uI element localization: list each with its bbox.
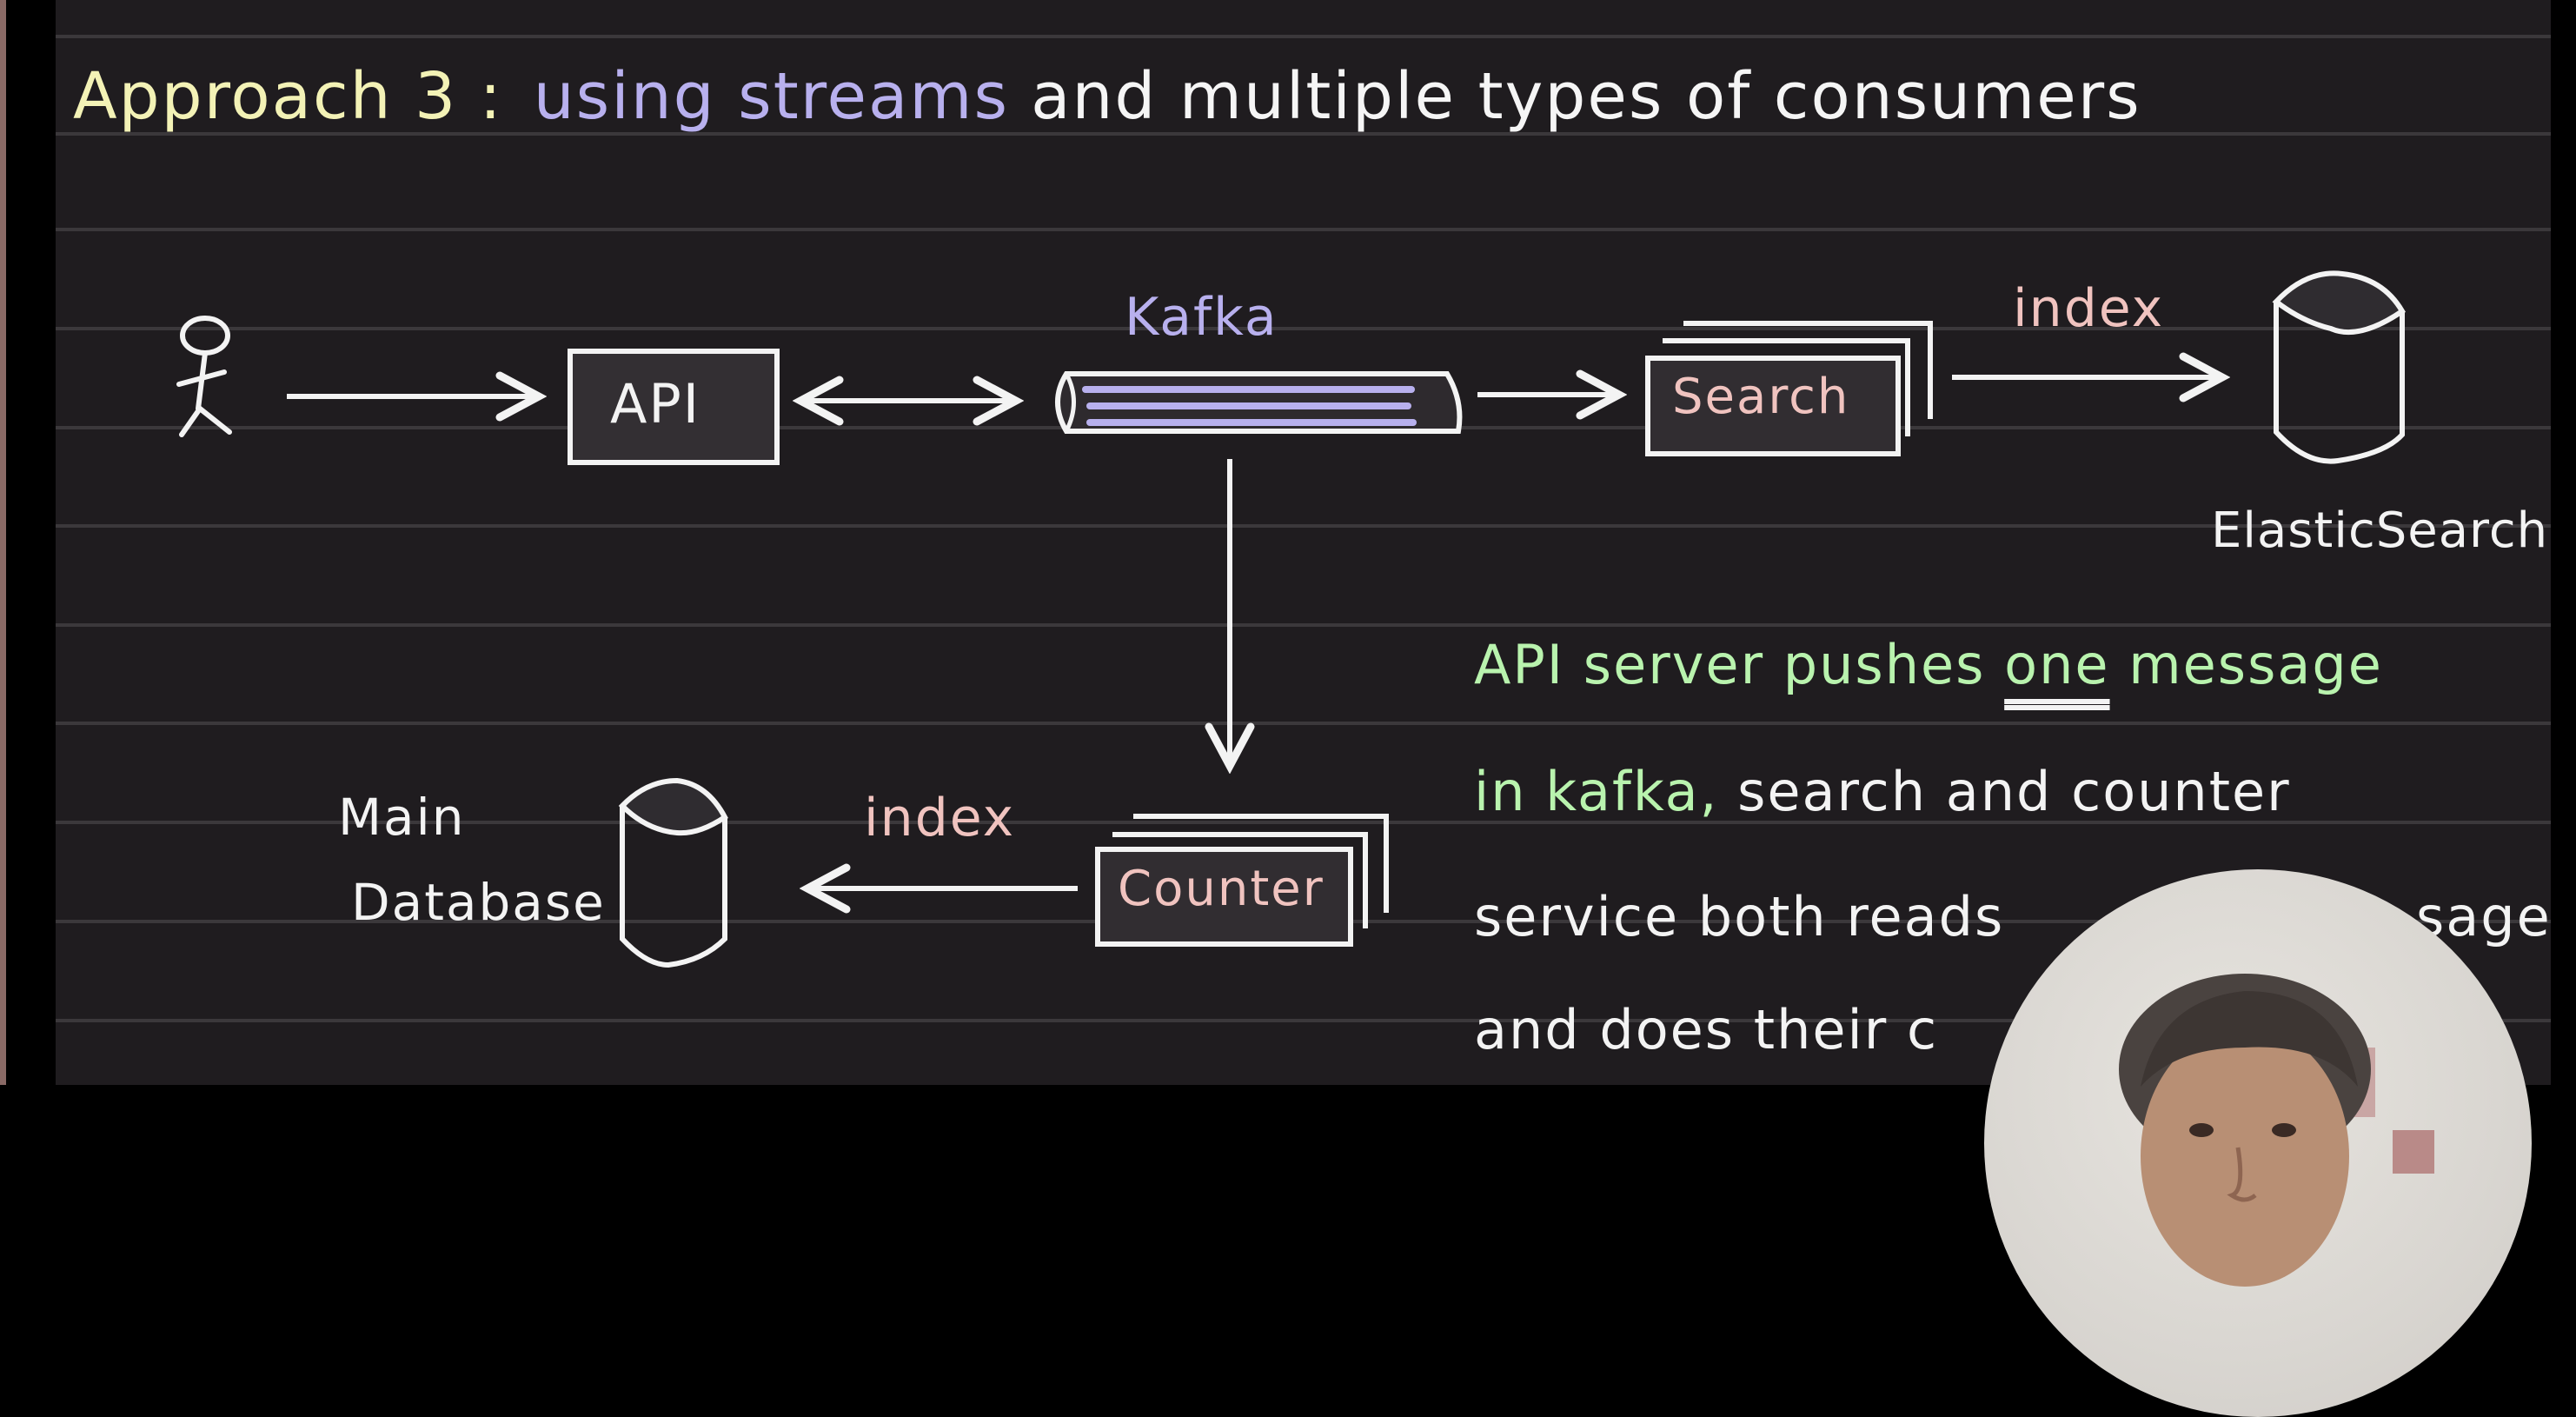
whiteboard-canvas: Approach 3 : using streams and multiple … bbox=[56, 0, 2551, 1085]
api-box[interactable] bbox=[568, 349, 780, 465]
counter-service-stack[interactable] bbox=[1095, 814, 1389, 947]
note-line-3-left: service both reads bbox=[1474, 885, 2005, 948]
presenter-webcam-icon bbox=[2119, 974, 2434, 1287]
counter-label: Counter bbox=[1118, 861, 1325, 917]
search-service-stack[interactable] bbox=[1645, 321, 1933, 456]
ruled-line bbox=[56, 132, 2551, 136]
note-underlined-one: one bbox=[2004, 633, 2110, 696]
ruled-line bbox=[56, 35, 2551, 38]
note-line-1-b: message bbox=[2109, 633, 2383, 696]
ruled-line bbox=[56, 1019, 2551, 1022]
page-title: Approach 3 : using streams and multiple … bbox=[73, 59, 2141, 134]
ruled-line bbox=[56, 623, 2551, 627]
title-highlight: using streams bbox=[533, 59, 1010, 134]
ruled-line bbox=[56, 821, 2551, 824]
note-line-1-a: API server pushes bbox=[1474, 633, 2005, 696]
main-db-label-line1: Main bbox=[338, 788, 466, 847]
counter-index-label: index bbox=[864, 788, 1016, 848]
elasticsearch-label: ElasticSearch bbox=[2211, 502, 2549, 559]
search-label: Search bbox=[1672, 369, 1850, 425]
architecture-diagram bbox=[176, 270, 2406, 968]
ruled-line bbox=[56, 228, 2551, 231]
window-edge bbox=[0, 0, 6, 1085]
main-db-label-line2: Database bbox=[351, 873, 606, 932]
stick-figure-user-icon bbox=[176, 316, 232, 437]
title-rest: and multiple types of consumers bbox=[1031, 59, 2141, 134]
note-line-2-white: search and counter bbox=[1718, 760, 2291, 823]
kafka-queue-icon[interactable] bbox=[1055, 371, 1463, 434]
search-index-label: index bbox=[2013, 278, 2165, 339]
ruled-line bbox=[56, 722, 2551, 725]
main-database-icon[interactable] bbox=[618, 777, 728, 968]
note-line-1: API server pushes one message bbox=[1474, 633, 2383, 696]
note-line-2-green: in kafka, bbox=[1474, 760, 1719, 823]
ruled-line bbox=[56, 524, 2551, 528]
ruled-line bbox=[56, 327, 2551, 330]
api-label: API bbox=[610, 372, 701, 436]
note-line-2: in kafka, search and counter bbox=[1474, 760, 2291, 823]
note-line-4-left: and does their c bbox=[1474, 998, 1939, 1061]
presenter-webcam-overlay bbox=[1984, 869, 2532, 1417]
elasticsearch-database-icon[interactable] bbox=[2272, 270, 2406, 464]
title-prefix: Approach 3 : bbox=[73, 59, 503, 134]
kafka-label: Kafka bbox=[1125, 287, 1278, 348]
window-edge-right bbox=[2551, 0, 2576, 1085]
